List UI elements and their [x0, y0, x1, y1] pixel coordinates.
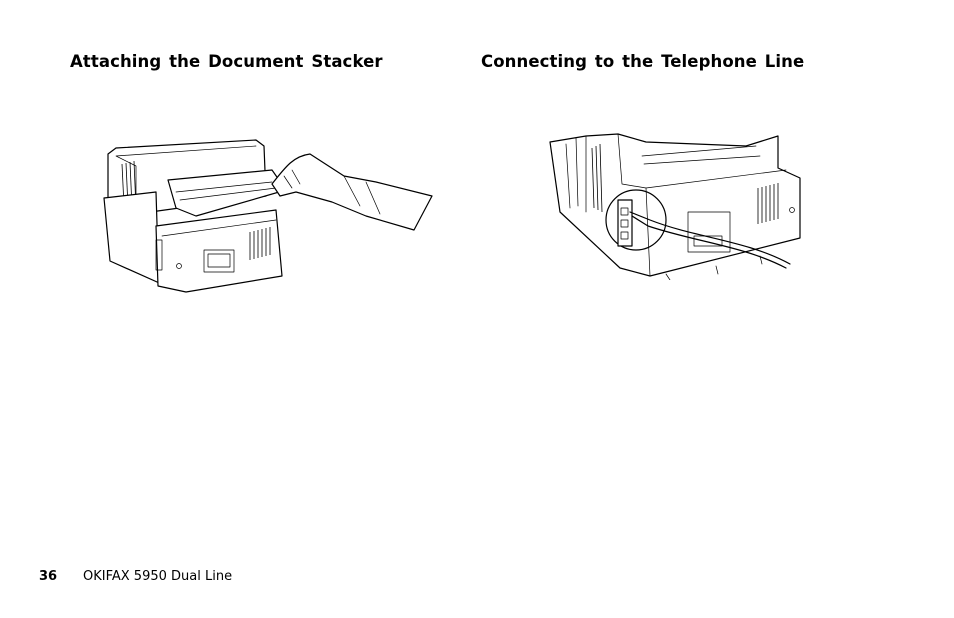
- page-footer: 36 OKIFAX 5950 Dual Line: [39, 569, 232, 584]
- document-stacker-illustration: [96, 136, 436, 296]
- section-heading-telephone-line: Connecting to the Telephone Line: [481, 52, 805, 71]
- telephone-line-illustration: [546, 128, 806, 281]
- product-name: OKIFAX 5950 Dual Line: [83, 569, 233, 584]
- fax-telephone-line-icon: [549, 133, 801, 281]
- section-heading-document-stacker: Attaching the Document Stacker: [70, 52, 383, 71]
- fax-document-stacker-icon: [103, 139, 433, 293]
- page-number: 36: [39, 569, 58, 584]
